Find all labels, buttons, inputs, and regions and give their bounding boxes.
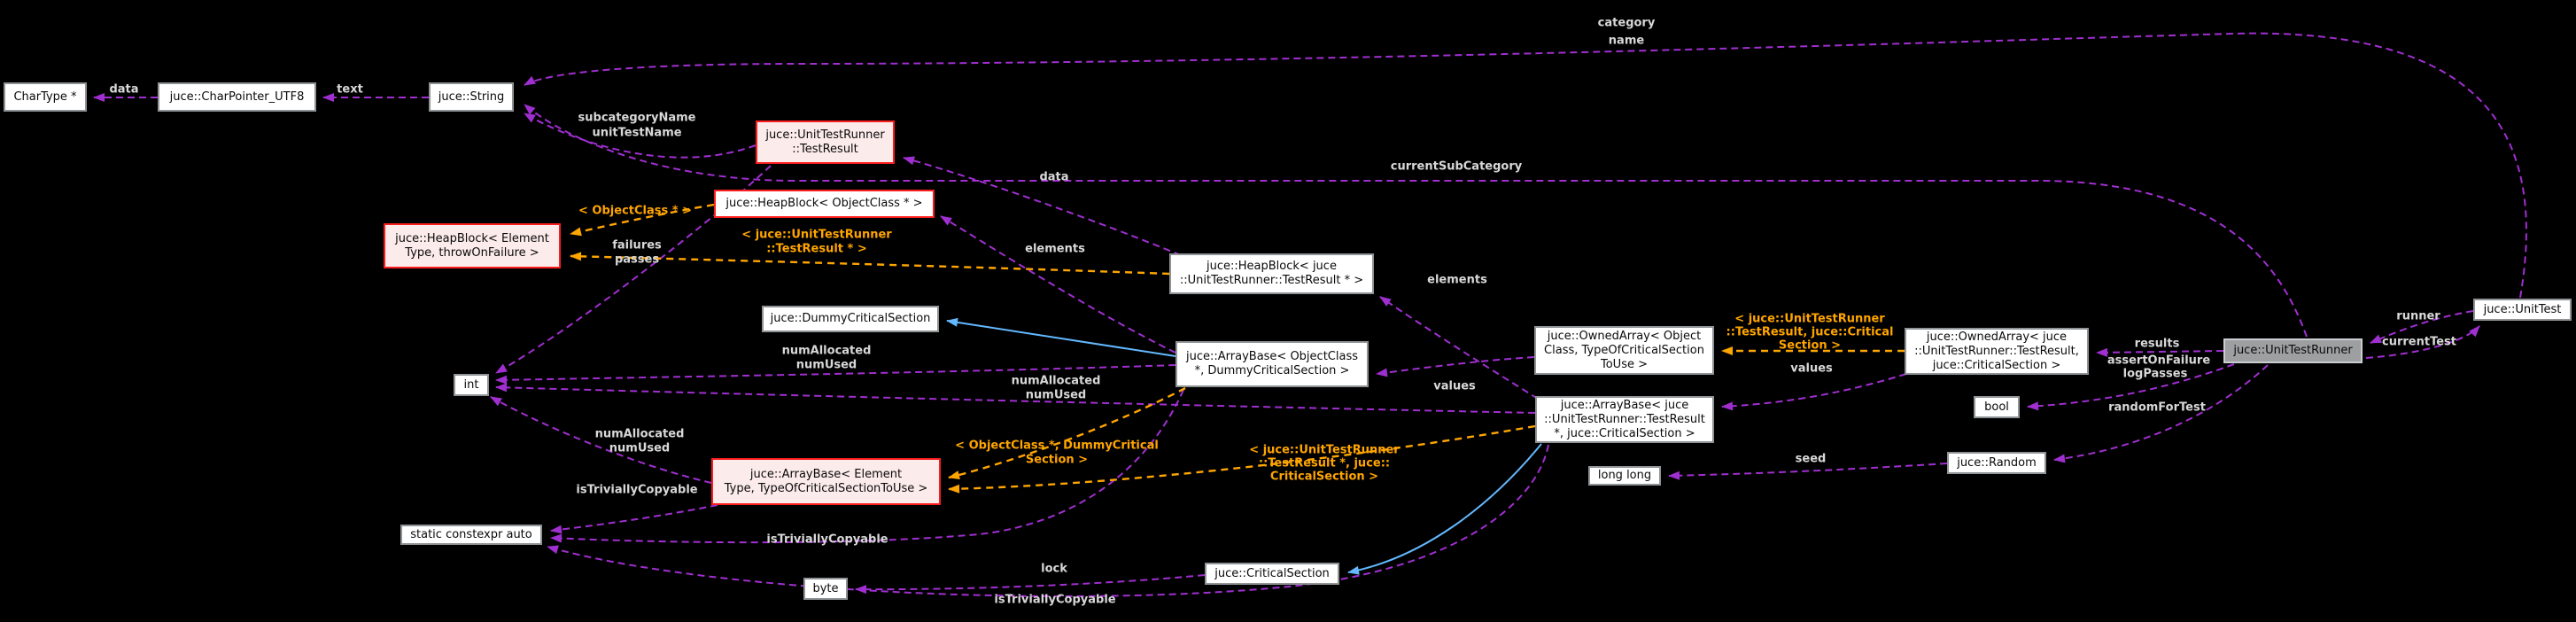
edge-label: Section > (1025, 453, 1089, 467)
edge-label: name (1608, 34, 1645, 48)
edge-label: numAllocated (1011, 374, 1101, 388)
edge-label: Section > (1778, 338, 1842, 353)
edge-label: numUsed (609, 441, 671, 455)
node-chartype: CharType * (4, 82, 87, 112)
node-charpointer-utf8[interactable]: juce::CharPointer_UTF8 (158, 82, 316, 112)
edge-label: randomForTest (2108, 400, 2206, 415)
edge-label: lock (1041, 562, 1067, 576)
edge-label: passes (614, 253, 660, 267)
edge-arraybase-testresult-to-heapblock-elements (1379, 296, 1539, 400)
edge-unittestrunner-to-random-randomfortest (2053, 364, 2269, 463)
edge-label: elements (1427, 273, 1487, 287)
edge-arraybase-objectclass-to-static-istriviallycopyable (550, 389, 1184, 544)
node-arraybase-elementtype[interactable]: juce::ArrayBase< Element Type, TypeOfCri… (711, 458, 941, 505)
edge-template-arraybase-testresult (948, 424, 1536, 494)
edge-label: currentTest (2382, 335, 2456, 349)
edge-label: isTriviallyCopyable (994, 593, 1116, 607)
node-criticalsection[interactable]: juce::CriticalSection (1205, 563, 1339, 585)
node-heapblock-objectclass[interactable]: juce::HeapBlock< ObjectClass * > (714, 190, 935, 218)
edge-ownedarray-testresult-to-arraybase-values (1721, 373, 1907, 411)
edge-label: subcategoryName (578, 111, 696, 125)
edge-label: CriticalSection > (1269, 470, 1379, 484)
node-unittestrunner-testresult[interactable]: juce::UnitTestRunner ::TestResult (756, 121, 895, 164)
node-longlong: long long (1588, 466, 1661, 486)
edge-label: values (1790, 362, 1833, 376)
edge-label: elements (1025, 242, 1085, 256)
edge-label: results (2134, 337, 2180, 351)
edge-label: isTriviallyCopyable (766, 533, 888, 547)
edge-unittestrunner-to-unittest-currenttest (2365, 325, 2480, 359)
edge-arraybase-testresult-to-static-istriviallycopyable (547, 444, 1549, 597)
edge-label: data (1039, 170, 1069, 184)
edge-label: assertOnFailure (2107, 354, 2211, 368)
edge-unittestrunner-to-ownedarray-results (2096, 347, 2224, 357)
node-dummycriticalsection[interactable]: juce::DummyCriticalSection (762, 306, 939, 332)
edge-label: text (337, 82, 363, 97)
edge-label: < juce::UnitTestRunner (1734, 312, 1885, 326)
edge-unittest-to-unittestrunner-runner (2370, 310, 2474, 344)
edge-label: numUsed (795, 358, 857, 372)
edge-arraybase-elementtype-to-static-istriviallycopyable (550, 504, 718, 534)
edge-label: < ObjectClass *, DummyCritical (955, 439, 1159, 453)
node-bool: bool (1974, 396, 2020, 418)
edge-label: numAllocated (594, 427, 685, 441)
edge-label: runner (2396, 309, 2440, 323)
node-arraybase-objectclass[interactable]: juce::ArrayBase< ObjectClass *, DummyCri… (1175, 341, 1369, 387)
edge-template-heapblock-testresult (570, 252, 1170, 276)
node-heapblock-elementtype[interactable]: juce::HeapBlock< Element Type, throwOnFa… (384, 223, 561, 268)
edge-criticalsection-to-byte-lock (855, 574, 1206, 595)
edge-label: numAllocated (781, 344, 872, 358)
edge-arraybase-objectclass-to-int-numallocated (495, 364, 1176, 385)
node-int: int (454, 374, 489, 396)
node-arraybase-testresult[interactable]: juce::ArrayBase< juce ::UnitTestRunner::… (1535, 396, 1714, 443)
edge-arraybase-testresult-to-int-numallocated (495, 383, 1536, 414)
edge-label: currentSubCategory (1390, 159, 1523, 174)
edge-label: seed (1795, 452, 1827, 466)
edge-unittestrunner-to-bool-assertonfailure (2027, 363, 2235, 411)
edge-label: logPasses (2122, 367, 2188, 381)
edge-template-heapblock-objectclass (570, 203, 715, 237)
edge-label: values (1433, 379, 1476, 393)
edge-random-to-longlong-seed (1668, 463, 1948, 480)
edge-label: isTriviallyCopyable (576, 483, 698, 497)
node-ownedarray-generic[interactable]: juce::OwnedArray< Object Class, TypeOfCr… (1534, 326, 1714, 375)
edge-ownedarray-generic-to-arraybase-values (1376, 356, 1535, 377)
edge-label: ::TestResult, juce::Critical (1726, 325, 1894, 339)
node-static-constexpr-auto: static constexpr auto (400, 525, 542, 545)
edge-label: failures (612, 238, 662, 253)
node-random[interactable]: juce::Random (1947, 452, 2046, 474)
edge-label: unitTestName (592, 126, 682, 140)
node-unittest[interactable]: juce::UnitTest (2473, 299, 2572, 321)
node-unittestrunner: juce::UnitTestRunner (2223, 338, 2363, 363)
edge-unittest-to-string-category-name (524, 32, 2527, 299)
edge-label: < juce::UnitTestRunner (1249, 443, 1400, 457)
edge-inherit-arraybase-dummycriticalsection (946, 317, 1176, 357)
edge-label: ::TestResult *, juce:: (1258, 456, 1391, 470)
edge-testresult-to-string-subcategoryname (524, 113, 757, 159)
edge-label: numUsed (1025, 388, 1087, 402)
edge-heapblock-testresult-to-testresult-data (903, 156, 1182, 256)
edge-label: < ObjectClass * > (578, 204, 692, 218)
edge-arraybase-objectclass-to-heapblock-elements (940, 215, 1176, 354)
edge-inherit-arraybase-criticalsection (1347, 443, 1542, 575)
node-ownedarray-testresult[interactable]: juce::OwnedArray< juce ::UnitTestRunner:… (1905, 328, 2089, 375)
node-string[interactable]: juce::String (429, 82, 514, 112)
edge-label: category (1597, 16, 1656, 30)
edge-label: < juce::UnitTestRunner (741, 228, 892, 242)
edge-label: ::TestResult * > (766, 242, 867, 256)
edge-testresult-to-int-failures-passes (495, 165, 772, 374)
node-heapblock-testresult[interactable]: juce::HeapBlock< juce ::UnitTestRunner::… (1169, 253, 1374, 294)
edge-unittestrunner-to-string-currentsubcategory (524, 104, 2308, 338)
edge-label: data (109, 82, 139, 97)
node-byte: byte (803, 578, 848, 600)
edge-template-arraybase-objectclass (948, 386, 1186, 479)
